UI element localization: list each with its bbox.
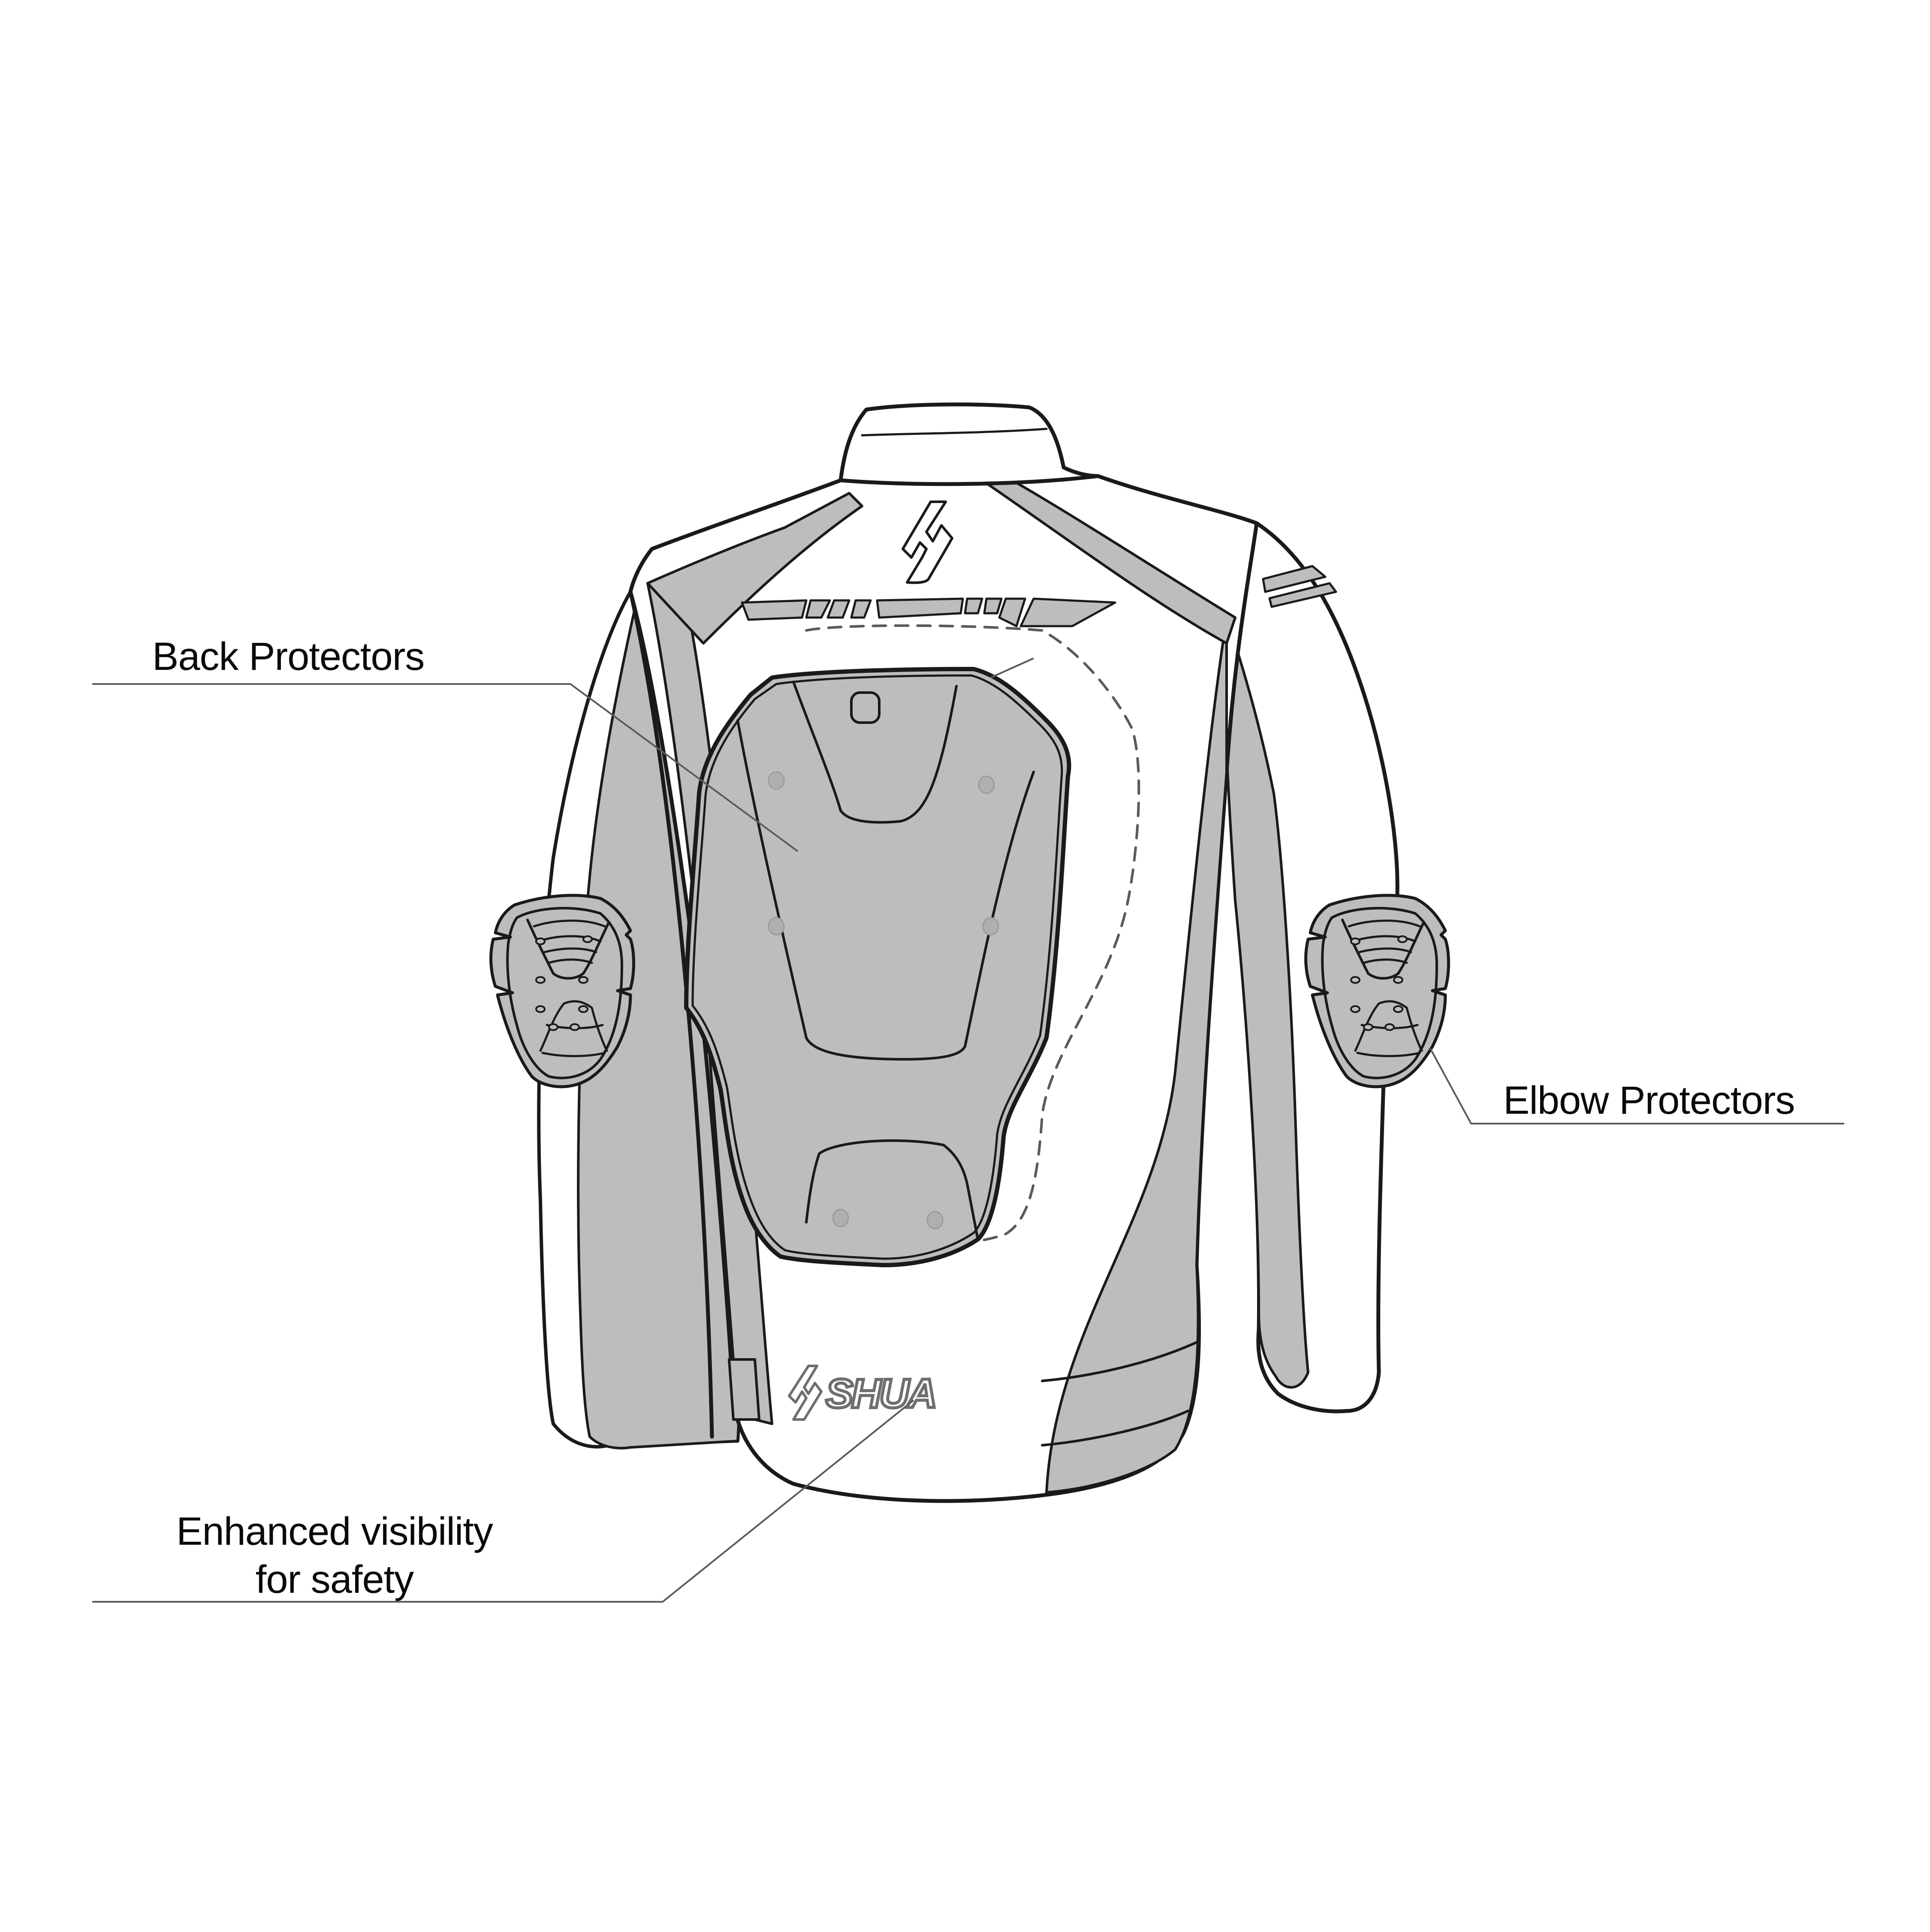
elbow-protectors-label: Elbow Protectors <box>1503 1079 1795 1122</box>
back-protectors-label: Back Protectors <box>152 635 425 678</box>
back-protectors-leader-line-2 <box>990 657 1034 678</box>
reflective-stripe <box>741 597 1116 627</box>
left-elbow-protector <box>489 894 635 1088</box>
back-protectors-leader-line <box>92 683 799 852</box>
svg-text:SHUA: SHUA <box>826 1371 935 1417</box>
enhanced-visibility-line-1: Enhanced visibility <box>176 1510 493 1553</box>
collar <box>838 402 1100 486</box>
enhanced-visibility-leader-line <box>92 1399 914 1603</box>
right-elbow-protector <box>1304 894 1450 1088</box>
elbow-protectors-leader-line <box>1429 1048 1844 1124</box>
enhanced-visibility-line-2: for safety <box>255 1558 414 1601</box>
shua-brand-logo: SHUA <box>788 1365 939 1421</box>
shoulder-logo-icon <box>902 500 953 584</box>
protector-pocket-outline <box>771 624 1140 1252</box>
enhanced-visibility-label: Enhanced visibility for safety <box>142 1507 528 1603</box>
back-protector <box>684 667 1071 1267</box>
